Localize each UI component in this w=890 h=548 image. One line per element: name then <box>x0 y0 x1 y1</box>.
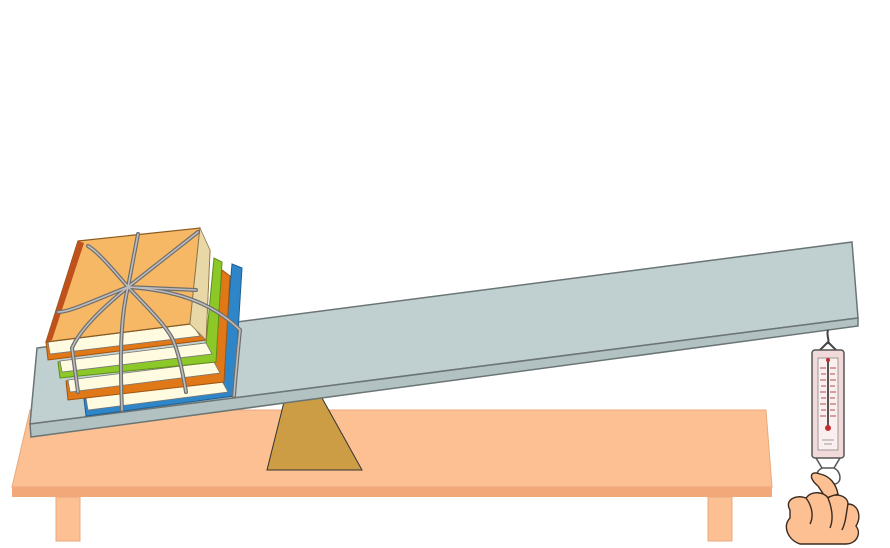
table-leg-left <box>55 496 81 542</box>
scale-bulb <box>825 425 831 431</box>
hand-fist <box>785 492 860 545</box>
scale-bottom-hook <box>815 457 841 469</box>
book-2-pages <box>59 342 213 373</box>
spring-scale <box>811 329 845 485</box>
table <box>11 409 773 542</box>
hand-finger-lines <box>805 497 849 531</box>
book-page-edges <box>189 226 211 341</box>
scale-top-ring <box>819 340 837 351</box>
scale-ticks <box>820 367 836 417</box>
board-front-face <box>29 317 859 438</box>
binding-string-core <box>57 231 241 411</box>
hand-thumb <box>810 472 839 499</box>
table-edge <box>12 487 772 497</box>
book-top-spine-shade <box>46 241 84 342</box>
table-leg-right <box>707 496 733 542</box>
hand <box>785 472 860 545</box>
scale-pointer <box>826 358 830 362</box>
book-stack <box>45 226 243 417</box>
